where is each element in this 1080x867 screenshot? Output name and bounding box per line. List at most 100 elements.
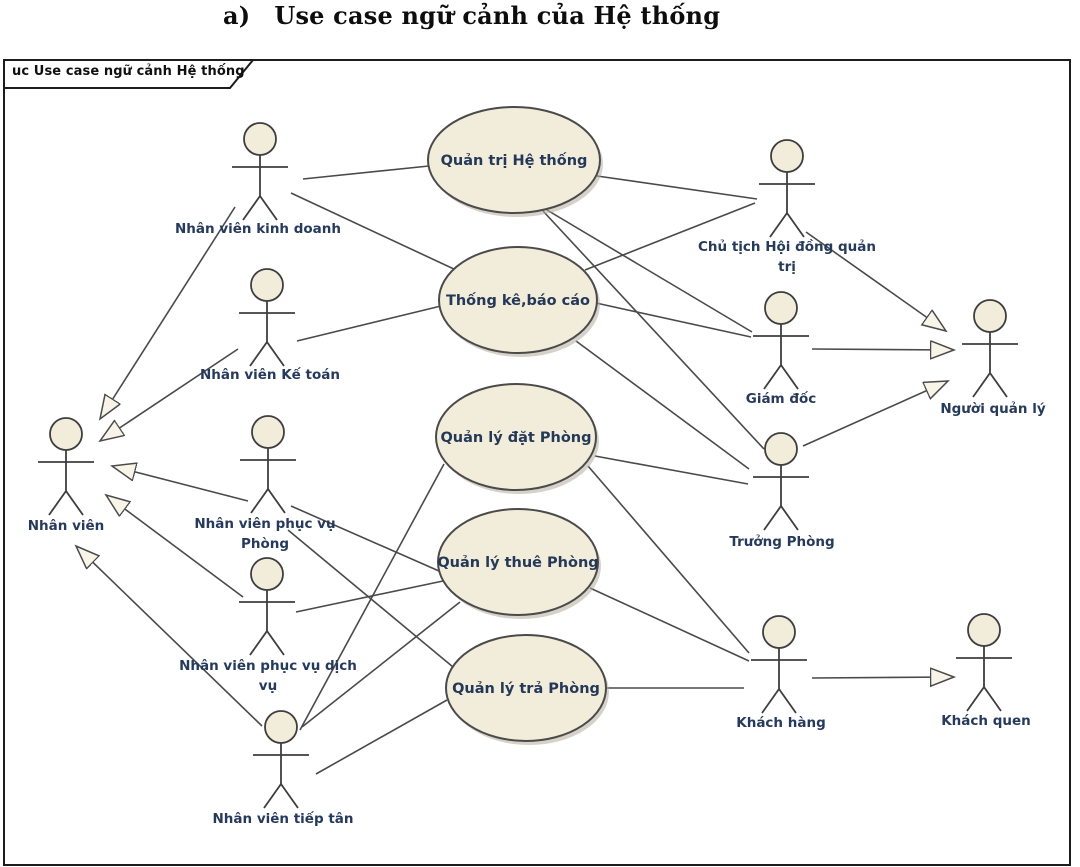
actor-head [770, 139, 804, 173]
association-quan-ly-dat-phong--truong-phong [594, 455, 749, 485]
actor-leg-right [266, 630, 285, 656]
actor-label: Khách hàng [736, 715, 826, 731]
actor-leg-right [780, 505, 799, 531]
generalization-nhan-vien-ke-toan--nhan-vien [100, 348, 239, 441]
usecase-quan-ly-tra-phong: Quản lý trả Phòng [445, 634, 609, 745]
generalization-truong-phong--nguoi-quan-ly [802, 381, 948, 447]
actor-leg-left [249, 630, 268, 656]
actor-label: Giám đốc [746, 390, 817, 407]
uml-frame-tab [3, 59, 256, 89]
actor-nhan-vien-ke-toan: Nhân viên Kế toán [200, 268, 340, 383]
actor-leg-right [280, 783, 299, 809]
generalization-giam-doc--nguoi-quan-ly [811, 349, 954, 350]
usecase-ellipse [445, 634, 607, 742]
association-nhan-vien-kinh-doanh--thong-ke-bao-cao [290, 192, 457, 271]
actor-leg-left [250, 488, 269, 514]
generalization-nhan-vien-phuc-vu-dich-vu--nhan-vien [106, 495, 244, 598]
actor-head [973, 299, 1007, 333]
actor-head [49, 417, 83, 451]
actor-head [762, 615, 796, 649]
actor-leg-right [786, 212, 805, 238]
association-quan-ly-thue-phong--nhan-vien-phuc-vu-phong [290, 505, 440, 572]
actor-label: Nhân viên kinh doanh [175, 221, 341, 237]
usecase-ellipse [427, 106, 601, 214]
association-quan-tri-he-thong--giam-doc [546, 209, 753, 333]
association-quan-ly-tra-phong--nhan-vien-tiep-tan [315, 699, 448, 775]
actor-leg-left [763, 364, 782, 390]
actor-head [251, 415, 285, 449]
actor-label: Người quản lý [940, 401, 1045, 417]
actor-leg-right [983, 686, 1002, 712]
actor-head [967, 613, 1001, 647]
usecase-quan-ly-thue-phong: Quản lý thuê Phòng [437, 508, 601, 619]
actor-leg-left [769, 212, 788, 238]
actor-leg-left [263, 783, 282, 809]
actor-leg-left [763, 505, 782, 531]
actor-head [764, 432, 798, 466]
usecase-ellipse [435, 383, 597, 491]
edge-layer [76, 165, 954, 775]
actor-leg-left [48, 490, 67, 516]
actor-nguoi-quan-ly: Người quản lý [940, 299, 1046, 417]
association-quan-ly-thue-phong--nhan-vien-tiep-tan [301, 601, 461, 728]
association-quan-ly-thue-phong--khach-hang [589, 587, 750, 662]
association-thong-ke-bao-cao--truong-phong [575, 340, 750, 470]
actor-head [264, 710, 298, 744]
actor-leg-right [259, 195, 278, 221]
usecase-label: Quản lý thuê Phòng [437, 555, 598, 571]
generalization-nhan-vien-tiep-tan--nhan-vien [76, 546, 263, 727]
usecase-quan-ly-dat-phong: Quản lý đặt Phòng [435, 383, 599, 494]
association-nhan-vien-kinh-doanh--quan-tri-he-thong [302, 165, 430, 180]
association-quan-tri-he-thong--truong-phong [542, 210, 765, 450]
usecase-quan-tri-he-thong: Quản trị Hệ thống [427, 106, 603, 217]
association-quan-ly-tra-phong--nhan-vien-phuc-vu-phong [287, 529, 454, 668]
actor-khach-hang: Khách hàng [736, 615, 826, 731]
actor-head [243, 122, 277, 156]
actor-leg-right [65, 490, 84, 516]
actor-leg-left [249, 341, 268, 367]
usecase-label: Quản lý trả Phòng [452, 681, 600, 697]
usecase-ellipse [437, 508, 599, 616]
actor-leg-left [761, 688, 780, 714]
actor-leg-left [242, 195, 261, 221]
actor-head [764, 291, 798, 325]
usecase-label: Thống kê,báo cáo [446, 292, 590, 309]
usecase-label: Quản lý đặt Phòng [440, 430, 591, 446]
association-quan-ly-dat-phong--nhan-vien-tiep-tan [299, 463, 445, 731]
actor-leg-right [989, 372, 1008, 398]
association-thong-ke-bao-cao--chu-tich-hoi-dong-quan-tri [584, 202, 756, 271]
association-thong-ke-bao-cao--giam-doc [595, 302, 752, 338]
title-index: a) [223, 1, 251, 30]
generalization-nhan-vien-phuc-vu-phong--nhan-vien [112, 466, 249, 502]
uml-frame-border [3, 59, 1071, 866]
actor-leg-left [972, 372, 991, 398]
generalization-chu-tich-hoi-dong-quan-tri--nguoi-quan-ly [805, 231, 946, 331]
frame-tab-label: uc Use case ngữ cảnh Hệ thống [12, 64, 245, 79]
association-quan-ly-thue-phong--nhan-vien-phuc-vu-dich-vu [295, 580, 444, 613]
actor-khach-quen: Khách quen [941, 613, 1031, 729]
actor-nhan-vien-kinh-doanh: Nhân viên kinh doanh [175, 122, 341, 237]
actor-head [250, 268, 284, 302]
actor-leg-right [267, 488, 286, 514]
actor-label: Nhân viên [28, 518, 105, 534]
association-quan-tri-he-thong--chu-tich-hoi-dong-quan-tri [596, 175, 758, 200]
actor-leg-right [780, 364, 799, 390]
actor-label: Khách quen [941, 713, 1031, 729]
page-title: a) Use case ngữ cảnh của Hệ thống [223, 1, 720, 30]
actor-label: Trưởng Phòng [729, 534, 834, 550]
actor-truong-phong: Trưởng Phòng [729, 432, 835, 550]
title-text: Use case ngữ cảnh của Hệ thống [274, 1, 721, 30]
actor-giam-doc: Giám đốc [746, 291, 817, 407]
association-nhan-vien-ke-toan--thong-ke-bao-cao [296, 305, 442, 342]
actor-leg-right [778, 688, 797, 714]
